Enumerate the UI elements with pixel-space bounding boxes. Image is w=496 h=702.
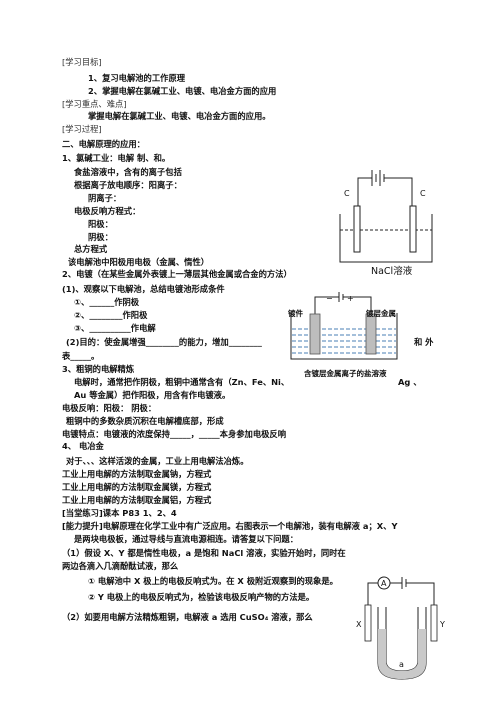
left-electrode-label: C — [344, 189, 350, 198]
plating-purpose: (2)目的：使金属增强________的能力，增加________ — [66, 337, 262, 347]
metal-sodium: 工业上用电解的方法制取金属钠，方程式 — [62, 469, 212, 479]
nacl-electrolysis-figure: C C — [339, 170, 433, 263]
plating-observe: (1)、观察以下电解池，总结电镀池形成条件 — [62, 284, 225, 294]
question-1-part-2: ② Y 电极上的电极反响式为，检验该电极反响产物的方法是。 — [88, 592, 315, 602]
chlor-ions: 食盐溶液中，含有的离子包括 — [74, 167, 182, 177]
plating-purpose-line2: 表_____。 — [62, 351, 100, 361]
total-equation-label: 总方程式 — [74, 244, 108, 254]
plating-condition-3: ③、__________作电解 — [74, 323, 156, 333]
goal-2: 2、掌握电解在氯碱工业、电镀、电冶金方面的应用 — [88, 86, 277, 96]
electrometallurgy-text: 对于、、、这样活泼的金属，工业上用电解法冶炼。 — [66, 456, 249, 466]
goals-heading: [学习目标] — [62, 57, 102, 67]
chlor-electrode-note: 该电解池中阳极用电极（金属、惰性） — [68, 257, 210, 267]
nacl-caption: NaCl溶液 — [371, 266, 413, 277]
refining-title: 3、粗铜的电解精炼 — [62, 364, 135, 374]
part-2-heading: 二、电解原理的应用： — [62, 139, 145, 149]
key-text: 掌握电解在氯碱工业、电镀、电冶金方面的应用。 — [88, 111, 271, 121]
electrode-equation-label: 电极反响方程式： — [74, 206, 141, 216]
plating-title: 2、电镀（在某些金属外表镀上一薄层其他金属或合金的方法） — [62, 269, 292, 279]
plating-caption: 含镀层金属离子的盐溶液 — [304, 369, 387, 378]
right-electrode-label: C — [420, 189, 426, 198]
refining-equation: 电极反响：阳极： 阴极： — [62, 403, 157, 413]
electrolyte-a-label: a — [399, 660, 404, 669]
electrode-x-label: X — [356, 620, 362, 629]
metal-aluminum: 工业上用电解的方法制取金属铝，方程式 — [62, 495, 212, 505]
improve-line-1: [能力提升]电解原理在化学工业中有广泛应用。右图表示一个电解池，装有电解液 a；… — [62, 521, 398, 531]
plus-sign: + — [347, 294, 354, 303]
refining-text-1: 电解时，通常把作阴极，粗铜中通常含有（Zn、Fe、Ni、 — [74, 377, 290, 387]
improve-line-2: 是两块电极板，通过导线与直流电源相连。请答复以下问题： — [74, 534, 299, 544]
plating-label-left: 镀件 — [288, 309, 303, 318]
plating-feature: 电镀特点：电镀液的浓度保持_____，_____本身参加电极反响 — [62, 429, 287, 439]
ammeter-label: A — [381, 579, 387, 588]
question-1a: （1）假设 X、Y 都是惰性电极，a 是饱和 NaCl 溶液，实验开始时，同时在 — [62, 548, 346, 558]
refining-text-2: Au 等金属）把作阳极，用含有作电镀液。 — [74, 390, 231, 400]
refining-text-1-end: Ag 、 — [398, 377, 422, 387]
chlor-alkali-title: 1、氯碱工业：电解 制、和。 — [62, 153, 171, 163]
plating-purpose-end: 和 外 — [414, 337, 434, 347]
cathode-label: 阴极： — [88, 232, 113, 242]
plating-condition-2: ②、________作阳极 — [74, 310, 148, 320]
electrode-y-label: Y — [439, 620, 445, 629]
electrometallurgy-title: 4、 电冶金 — [62, 441, 104, 451]
metal-magnesium: 工业上用电解的方法制取金属镁，方程式 — [62, 482, 212, 492]
question-2: （2）如要用电解方法精炼粗铜，电解液 a 选用 CuSO₄ 溶液，那么 — [62, 612, 313, 622]
refining-anode-mud: 粗铜中的多数杂质沉积在电解槽底部，形成 — [66, 416, 224, 426]
xy-electrolysis-figure: A X Y a — [356, 576, 445, 680]
minus-sign: − — [326, 294, 333, 303]
chlor-anion: 阴离子： — [88, 193, 122, 203]
goal-1: 1、复习电解池的工作原理 — [88, 73, 186, 83]
question-1b: 两边各滴入几滴酚酞试液，那么 — [62, 561, 179, 571]
chlor-cation-order: 根据离子放电顺序：阳离子： — [74, 180, 182, 190]
anode-label: 阳极： — [88, 219, 113, 229]
practice-line: [当堂练习]课本 P83 1、2、4 — [62, 508, 177, 518]
key-heading: [学习重点、难点] — [62, 99, 127, 109]
plating-label-right: 镀层金属 — [366, 309, 396, 318]
electroplating-figure: − + — [290, 292, 398, 360]
plating-condition-1: ①、______作阴极 — [74, 297, 140, 307]
question-1-part-1: ① 电解池中 X 极上的电极反响式为。在 X 极附近观察到的现象是。 — [88, 576, 338, 586]
process-heading: [学习过程] — [62, 124, 102, 134]
